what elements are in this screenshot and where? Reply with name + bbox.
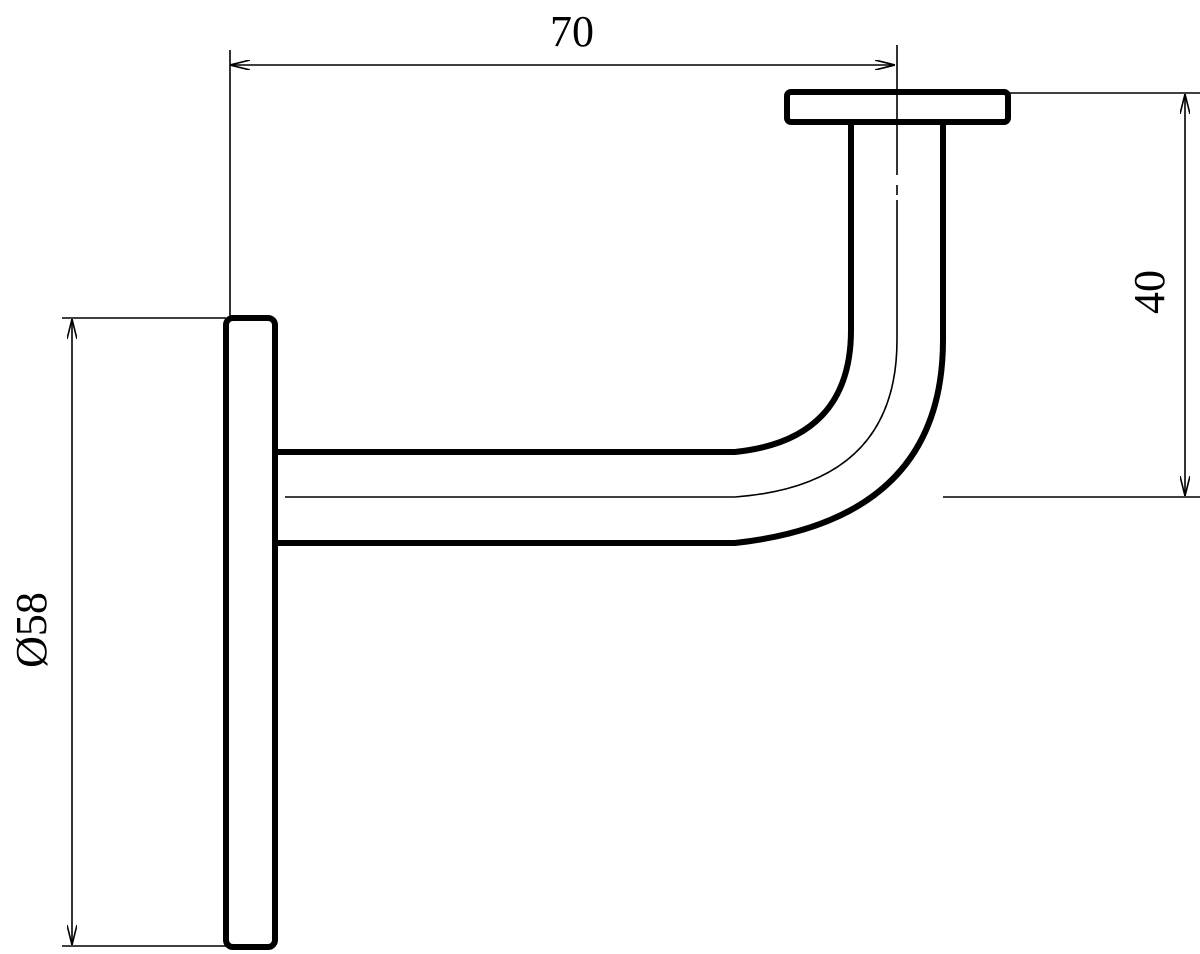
dimension-width-label: 70 — [550, 7, 594, 56]
dimension-height-label: 40 — [1125, 270, 1174, 314]
saddle-plate — [784, 89, 1011, 125]
dimension-diameter-label: Ø58 — [7, 592, 56, 668]
arm-bottom-edge — [272, 119, 946, 546]
arm-top-edge — [272, 119, 854, 455]
wall-plate — [223, 315, 278, 950]
arm-centerline — [285, 200, 898, 498]
